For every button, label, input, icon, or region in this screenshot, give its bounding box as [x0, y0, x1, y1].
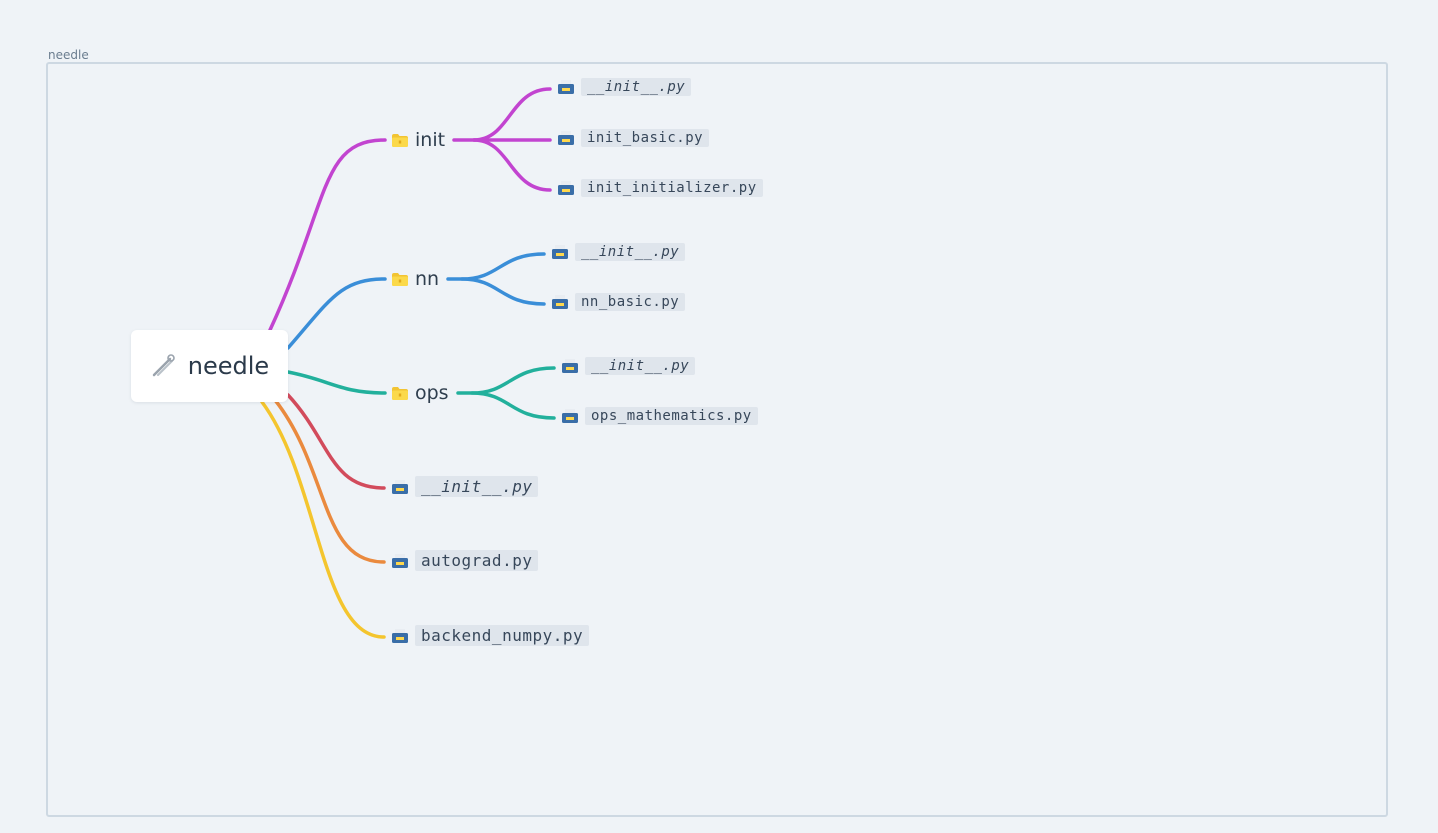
- edge-root-init: [268, 138, 387, 332]
- file-label: __init__.py: [585, 357, 696, 375]
- file-root-init[interactable]: __init__.py: [392, 476, 539, 497]
- folder-init[interactable]: init: [392, 129, 445, 151]
- file-label: init_initializer.py: [581, 179, 763, 197]
- edge-root-init-file: [286, 393, 386, 490]
- file-init-basic[interactable]: init_basic.py: [558, 129, 710, 147]
- python-file-icon: [562, 409, 578, 423]
- folder-icon: [392, 387, 408, 400]
- python-file-icon: [558, 131, 574, 145]
- file-ops-init[interactable]: __init__.py: [562, 357, 696, 375]
- edge-ops-file-2: [470, 391, 556, 420]
- python-file-icon: [552, 295, 568, 309]
- edge-root-autograd: [273, 398, 386, 564]
- edge-ops-file-1: [456, 366, 556, 395]
- file-ops-mathematics[interactable]: ops_mathematics.py: [562, 407, 758, 425]
- root-node[interactable]: needle: [131, 330, 288, 402]
- python-file-icon: [558, 181, 574, 195]
- python-file-icon: [392, 480, 408, 494]
- folder-icon: [392, 273, 408, 286]
- python-file-icon: [558, 80, 574, 94]
- python-file-icon: [562, 359, 578, 373]
- file-label: autograd.py: [415, 550, 539, 571]
- edge-nn-file-1: [446, 252, 546, 281]
- folder-icon: [392, 134, 408, 147]
- folder-label: init: [415, 129, 446, 151]
- file-autograd[interactable]: autograd.py: [392, 550, 539, 571]
- file-label: __init__.py: [581, 78, 692, 96]
- folder-label: ops: [415, 382, 449, 404]
- python-file-icon: [392, 629, 408, 643]
- edge-nn-file-2: [460, 277, 546, 306]
- folder-ops[interactable]: ops: [392, 382, 449, 404]
- edge-root-nn: [286, 277, 387, 350]
- file-backend-numpy[interactable]: backend_numpy.py: [392, 625, 590, 646]
- python-file-icon: [552, 245, 568, 259]
- edge-root-ops: [286, 370, 387, 395]
- folder-label: nn: [415, 268, 440, 290]
- edge-root-backend: [260, 400, 386, 639]
- frame-title: needle: [48, 48, 89, 62]
- needle-icon: [152, 354, 175, 377]
- edge-init-file-3: [472, 138, 552, 192]
- mindmap-frame: [46, 62, 1388, 817]
- edge-init-file-1: [452, 87, 552, 142]
- file-label: __init__.py: [575, 243, 686, 261]
- root-label: needle: [187, 352, 270, 380]
- file-label: init_basic.py: [581, 129, 710, 147]
- file-init-initializer[interactable]: init_initializer.py: [558, 179, 763, 197]
- file-nn-init[interactable]: __init__.py: [552, 243, 686, 261]
- file-label: ops_mathematics.py: [585, 407, 758, 425]
- file-init-init[interactable]: __init__.py: [558, 78, 692, 96]
- file-label: __init__.py: [415, 476, 539, 497]
- file-label: nn_basic.py: [575, 293, 686, 311]
- python-file-icon: [392, 554, 408, 568]
- file-label: backend_numpy.py: [415, 625, 590, 646]
- file-nn-basic[interactable]: nn_basic.py: [552, 293, 686, 311]
- folder-nn[interactable]: nn: [392, 268, 439, 290]
